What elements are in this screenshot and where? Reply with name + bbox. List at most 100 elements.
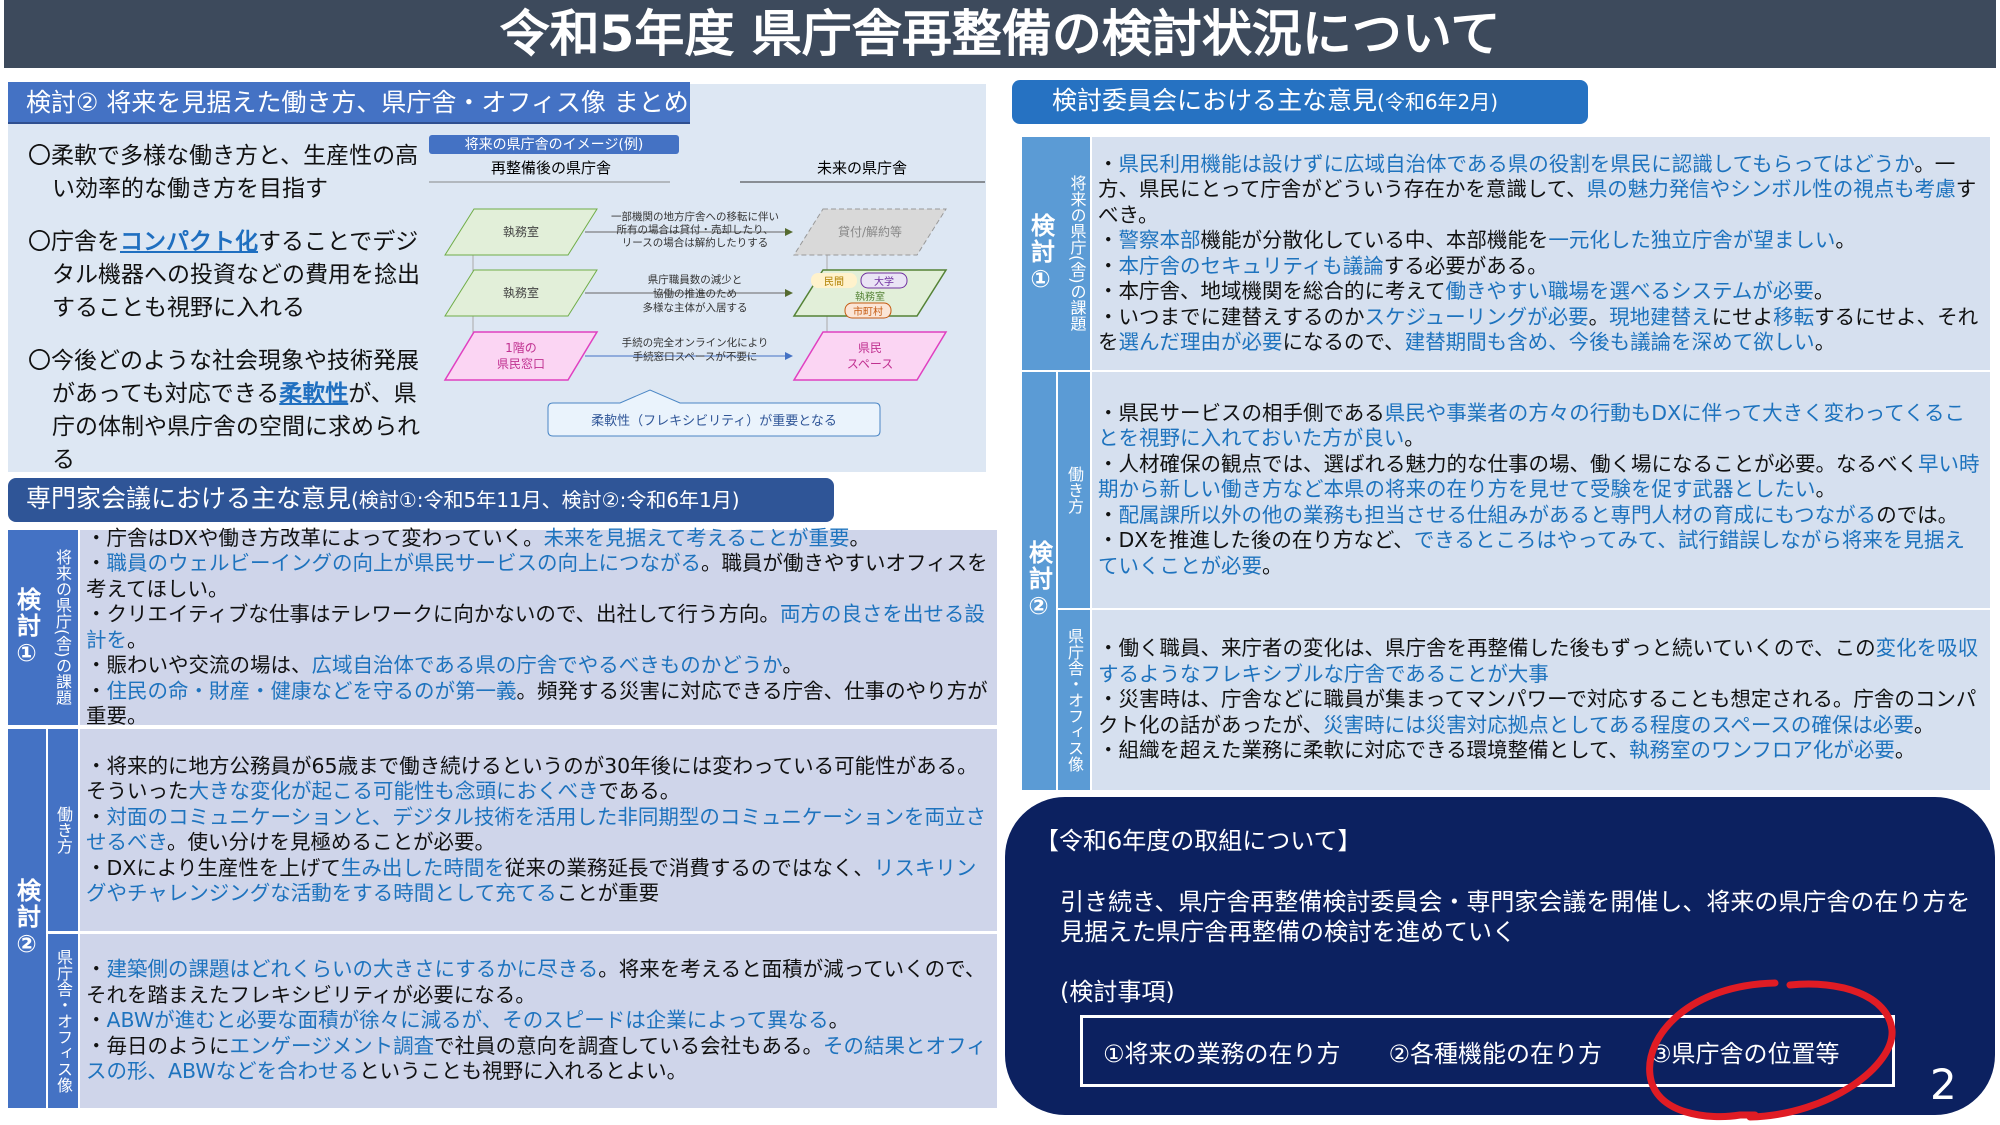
text-segment: 。一方、県民にとって庁舎がどういう存在かを意識して、 — [1098, 151, 1956, 202]
tag-private — [811, 273, 857, 288]
diagram-label-bg — [429, 135, 679, 154]
page-title: 令和5年度 県庁舎再整備の検討状況について — [4, 0, 1996, 68]
text-segment: ・本庁舎、地域機関を総合的に考えて — [1098, 279, 1446, 303]
opinion: ・組織を超えた業務に柔軟に対応できる環境整備として、執務室のワンフロア化が必要。 — [1098, 738, 1982, 764]
fy2024-plan-box: 【令和6年度の取組について】 引き続き、県庁舎再整備検討委員会・専門家会議を開催… — [1005, 797, 1995, 1115]
text-segment: ・賑わいや交流の場は、 — [86, 653, 312, 677]
opinion: ・建築側の課題はどれくらいの大きさにするかに尽きる。将来を考えると面積が減ってい… — [86, 957, 989, 1008]
highlighted-text: 県民利用機能は設けずに広域自治体である県の役割を県民に認識してもらってはどうか — [1118, 151, 1915, 176]
expert-k2-label: 検討② — [8, 729, 46, 1108]
committee-k2-work-sub: 働き方 — [1058, 372, 1090, 608]
label: 将来の県庁(舎)の課題 — [1067, 175, 1087, 332]
highlighted-text: 生み出した時間を — [340, 855, 505, 880]
highlighted-text: 両方の良さを出せる設計を — [86, 602, 985, 652]
highlighted-text: 災害時には災害対応拠点としてある程度のスペースの確保は必要 — [1323, 712, 1914, 737]
opinion: ・配属課所以外の他の業務も担当させる仕組みがあると専門人材の育成にもつながるので… — [1098, 503, 1982, 529]
summary-bullet: 〇今後どのような社会現象や技術発展があっても対応できる柔軟性が、県庁の体制や県庁… — [28, 345, 423, 477]
future-office-diagram: 将来の県庁舎のイメージ(例) 再整備後の県庁舎 未来の県庁舎 執務室 貸付/解約… — [429, 135, 985, 437]
tag-municipality — [844, 302, 892, 319]
text-segment: するにせよ、それを — [1098, 304, 1979, 355]
text-segment: ・ — [86, 678, 107, 703]
label: 検討① — [12, 586, 41, 669]
opinion: ・県民サービスの相手側である県民や事業者の方々の行動もDXに伴って大きく変わって… — [1098, 401, 1982, 452]
office-block — [444, 269, 598, 317]
opinion: ・人材確保の観点では、選ばれる魅力的な仕事の場、働く場になることが必要。なるべく… — [1098, 452, 1982, 503]
text-segment: のでは。 — [1876, 502, 1959, 527]
text-segment: ・DXにより生産性を上げて — [86, 855, 341, 880]
tag-label: 民間 — [824, 276, 844, 288]
opinion: ・警察本部機能が分散化している中、本部機能を一元化した独立庁舎が望ましい。 — [1098, 228, 1982, 254]
committee-k2-office-cell: ・働く職員、来庁者の変化は、県庁舎を再整備した後もずっと続いていくので、この変化… — [1092, 610, 1990, 790]
committee-k2-label: 検討② — [1022, 372, 1056, 790]
highlighted-text: ABWが進むと必要な面積が徐々に減るが、そのスピードは企業によって異なる — [106, 1008, 829, 1033]
opinion: ・住民の命・財産・健康などを守るのが第一義。頻発する災害に対応できる庁舎、仕事の… — [86, 679, 989, 730]
text-segment: 。 — [1404, 426, 1425, 451]
highlighted-text: 職員のウェルビーイングの向上が県民サービスの向上につながる — [106, 551, 702, 575]
highlighted-text: 警察本部 — [1118, 228, 1201, 252]
plan-items: ①将来の業務の在り方 ②各種機能の在り方 ③県庁舎の位置等 — [1080, 1015, 1895, 1087]
highlighted-text: 建築側の課題はどれくらいの大きさにするかに尽きる — [106, 957, 599, 982]
highlighted-text: リスキリングやチャレンジングな活動をする時間として充てる — [86, 855, 977, 906]
highlighted-text: 対面のコミュニケーションと、デジタル技術を活用した非同期型のコミュニケーションを… — [86, 804, 986, 855]
highlighted-text: 住民の命・財産・健康などを守るのが第一義 — [106, 678, 517, 703]
expert-k2-office-sub: 県庁舎・オフィス像 — [48, 934, 78, 1108]
arrow-head-icon — [785, 352, 793, 360]
text-segment: ことが重要 — [556, 881, 660, 905]
block-label: 県民 — [858, 341, 882, 355]
highlighted-text: 早い時期から新しい働き方など本県の将来の在り方を見せて受験を促す武器としたい — [1098, 451, 1980, 502]
opinion: ・働く職員、来庁者の変化は、県庁舎を再整備した後もずっと続いていくので、この変化… — [1098, 636, 1982, 687]
expert-k2-office-cell: ・建築側の課題はどれくらいの大きさにするかに尽きる。将来を考えると面積が減ってい… — [80, 934, 997, 1108]
text-segment: ・働く職員、来庁者の変化は、県庁舎を再整備した後もずっと続いていくので、この — [1098, 636, 1876, 661]
text-segment: 。 — [849, 525, 871, 550]
expert-header: 専門家会議における主な意見(検討①:令和5年11月、検討②:令和6年1月) — [8, 478, 834, 522]
highlighted-text: 広域自治体である県の庁舎でやるべきものかどうか — [311, 653, 783, 677]
col-future-heading: 未来の県庁舎 — [817, 159, 907, 177]
opinion: ・県民利用機能は設けずに広域自治体である県の役割を県民に認識してもらってはどうか… — [1098, 152, 1982, 229]
text-segment: 従来の業務延長で消費するのではなく、 — [504, 855, 874, 880]
summary-bullets: 〇柔軟で多様な働き方と、生産性の高い効率的な働き方を目指す 〇庁舎をコンパクト化… — [28, 140, 423, 497]
text-segment: 。 — [828, 1008, 850, 1033]
arrow-text: 所有の場合は貸付・売却したり、 — [616, 223, 773, 236]
arrow-text: 一部機関の地方庁舎への移転に伴い — [611, 210, 779, 223]
opinion: ・職員のウェルビーイングの向上が県民サービスの向上につながる。職員が働きやすいオ… — [86, 551, 989, 602]
text-segment: ・ — [86, 804, 107, 829]
expert-k1-cell: ・庁舎はDXや働き方改革によって変わっていく。未来を見据えて考えることが重要。 … — [80, 526, 997, 728]
highlighted-text: 未来を見据えて考えることが重要 — [543, 525, 850, 550]
text-segment: 〇今後どのような社会現象や技術発展があっても対応できる — [28, 348, 419, 407]
label: 県庁舎・オフィス像 — [1065, 628, 1084, 772]
tag-label: 市町村 — [853, 305, 883, 318]
callout-box — [547, 389, 881, 437]
summary-bullet: 〇柔軟で多様な働き方と、生産性の高い効率的な働き方を目指す — [28, 140, 423, 206]
text-segment: することでデジタル機器への投資などの費用を捻出することも視野に入れる — [52, 229, 420, 321]
label: 県庁舎・オフィス像 — [54, 949, 73, 1093]
block-label: 執務室 — [503, 285, 539, 300]
text-segment: ・組織を超えた業務に柔軟に対応できる環境整備として、 — [1098, 738, 1629, 763]
annotation-stroke — [1646, 979, 1896, 1121]
plan-item: ①将来の業務の在り方 — [1103, 1039, 1341, 1068]
opinion: ・DXにより生産性を上げて生み出した時間を従来の業務延長で消費するのではなく、リ… — [86, 856, 989, 907]
text-segment: ・ — [86, 551, 107, 575]
citizen-space-block — [792, 331, 948, 381]
highlighted-text: スケジューリングが必要 — [1364, 304, 1589, 329]
committee-header-sub: (令和6年2月) — [1377, 90, 1499, 114]
text-segment: になるので、 — [1282, 330, 1405, 354]
label: 将来の県庁(舎)の課題 — [53, 549, 72, 706]
plan-item: ③県庁舎の位置等 — [1650, 1039, 1840, 1068]
text-segment: ・いつまでに建替えするのか — [1098, 304, 1365, 329]
highlighted-text: 県の魅力発信やシンボル性の視点も考慮 — [1586, 177, 1956, 201]
text-segment: 〇柔軟で多様な働き方と、生産性の高い効率的な働き方を目指す — [28, 143, 419, 202]
office-block — [444, 208, 598, 256]
text-segment: ということも視野に入れるとよい。 — [359, 1059, 688, 1084]
summary-header: 検討② 将来を見据えた働き方、県庁舎・オフィス像 まとめ — [8, 82, 690, 124]
committee-k1-cell: ・県民利用機能は設けずに広域自治体である県の役割を県民に認識してもらってはどうか… — [1092, 137, 1990, 370]
text-segment: 。 — [1814, 330, 1836, 354]
committee-k2-office-sub: 県庁舎・オフィス像 — [1058, 610, 1090, 790]
opinion: ・いつまでに建替えするのかスケジューリングが必要。現地建替えにせよ移転するにせよ… — [1098, 305, 1982, 356]
callout-text: 柔軟性（フレキシビリティ）が重要となる — [591, 413, 837, 429]
text-segment: すべき。 — [1098, 177, 1977, 227]
highlighted-text: エンゲージメント調査 — [229, 1033, 435, 1058]
text-segment: 。 — [1262, 553, 1283, 578]
text-segment: 。 — [782, 653, 803, 677]
text-segment: 。 — [1835, 228, 1856, 252]
